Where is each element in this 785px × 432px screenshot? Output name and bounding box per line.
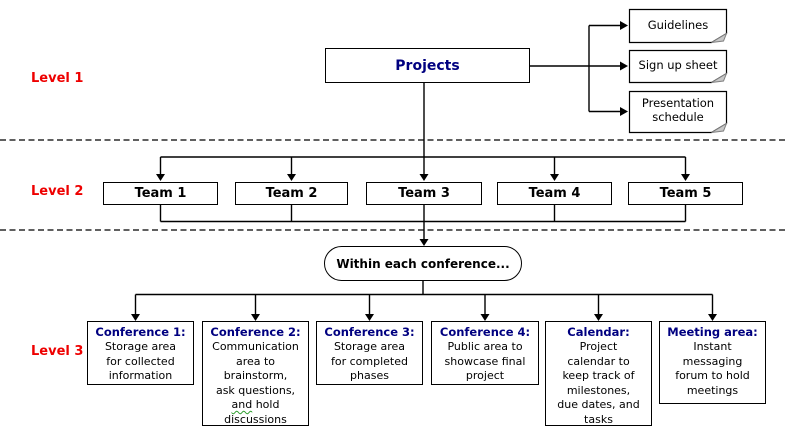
arrowhead [251,314,260,321]
conference-3-title: Conference 3: [324,325,415,339]
conference-2-box: Conference 2: Communication area to brai… [202,321,309,426]
calendar-box: Calendar: Project calendar to keep track… [545,321,652,426]
within-each-conference-hub: Within each conference... [324,246,522,281]
note-fold-icon [711,122,728,133]
team-1-box: Team 1 [103,182,218,205]
conference-2-title: Conference 2: [210,325,301,339]
arrowhead [419,174,429,181]
level-3-label: Level 3 [31,344,84,359]
arrowhead [287,174,296,181]
conference-3-body: Storage area for completed phases [331,340,408,382]
conference-1-box: Conference 1: Storage area for collected… [87,321,194,385]
calendar-title: Calendar: [567,325,630,339]
conference-1-body: Storage area for collected information [104,340,177,382]
level-2-label: Level 2 [31,184,84,199]
conference-4-title: Conference 4: [439,325,531,339]
arrowhead [419,239,429,246]
team-4-box: Team 4 [497,182,612,205]
conference-2-body-text: hold discussions [224,398,287,426]
conference-3-box: Conference 3: Storage area for completed… [316,321,423,385]
arrowhead [620,61,628,71]
note-fold-icon [711,32,728,43]
team-5-box: Team 5 [628,182,743,205]
arrowhead [550,174,559,181]
conference-4-box: Conference 4: Public area to showcase fi… [431,321,539,385]
note-fold-icon [711,72,728,83]
arrowhead [131,314,140,321]
calendar-body: Project calendar to keep track of milest… [557,340,640,426]
note-guidelines: Guidelines [647,17,709,32]
conference-2-body-text: Communication area to brainstorm, ask qu… [212,340,299,397]
arrowhead [365,314,374,321]
note-presentation-schedule: Presentation schedule [641,96,715,124]
conference-1-title: Conference 1: [95,325,186,339]
meeting-area-body: Instant messaging forum to hold meetings [675,340,750,397]
arrowhead [708,314,717,321]
team-3-box: Team 3 [366,182,482,205]
meeting-area-box: Meeting area: Instant messaging forum to… [659,321,766,404]
arrowhead [594,314,603,321]
arrowhead [156,174,165,181]
arrowhead [480,314,490,321]
conference-4-body: Public area to showcase final project [444,340,526,382]
level-1-label: Level 1 [31,71,84,86]
team-2-box: Team 2 [235,182,348,205]
arrowhead [681,174,690,181]
conference-2-body: Communication area to brainstorm, ask qu… [203,340,308,427]
grammar-check-underline: and [231,398,253,411]
projects-box: Projects [325,48,530,83]
note-sign-up-sheet: Sign up sheet [638,58,718,72]
meeting-area-title: Meeting area: [667,325,758,339]
arrowhead [620,107,628,116]
arrowhead [620,21,628,30]
